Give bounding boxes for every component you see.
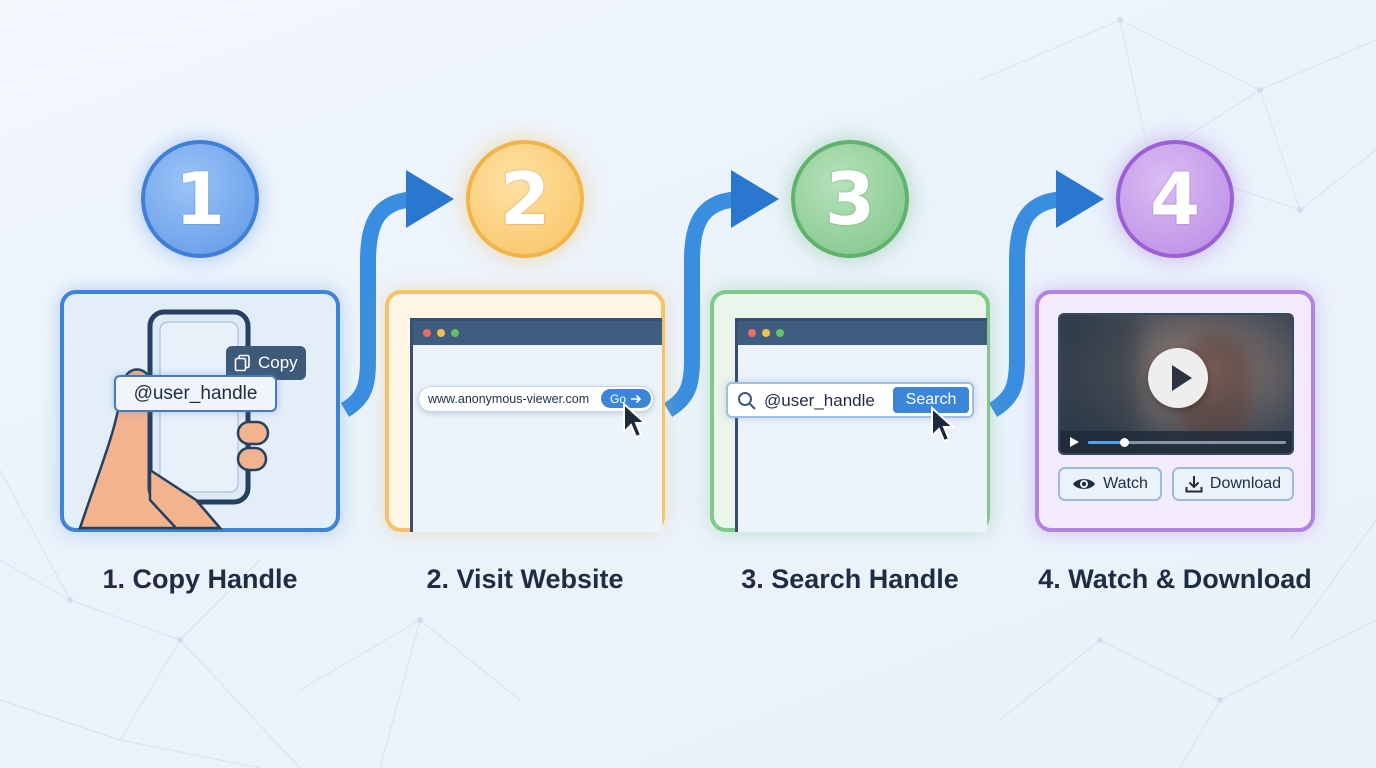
handle-text: @user_handle — [133, 382, 258, 404]
browser-window-step-3 — [735, 318, 987, 532]
step-4-badge: 4 — [1116, 140, 1234, 258]
step-3-label: 3. Search Handle — [741, 564, 959, 594]
close-dot-icon — [748, 329, 756, 337]
watch-button[interactable]: Watch — [1058, 467, 1162, 501]
maximize-dot-icon — [451, 329, 459, 337]
progress-track[interactable] — [1088, 438, 1286, 447]
arrow-right-icon — [631, 394, 642, 403]
search-label: Search — [905, 391, 957, 408]
search-icon — [738, 392, 756, 410]
cursor-icon — [623, 402, 648, 439]
user-handle-chip[interactable]: @user_handle — [114, 375, 277, 412]
search-query: @user_handle — [764, 391, 875, 410]
minimize-dot-icon — [762, 329, 770, 337]
maximize-dot-icon — [776, 329, 784, 337]
cursor-icon — [931, 406, 956, 443]
step-1-badge: 1 — [141, 140, 259, 258]
download-icon — [1185, 476, 1203, 493]
progress-knob[interactable] — [1119, 438, 1129, 447]
play-icon — [1172, 365, 1192, 391]
url-input[interactable]: www.anonymous-viewer.com Go — [418, 386, 654, 412]
step-1-label: 1. Copy Handle — [102, 564, 298, 594]
step-4-label: 4. Watch & Download — [1038, 564, 1312, 594]
download-label: Download — [1209, 475, 1282, 492]
play-button[interactable] — [1148, 348, 1208, 408]
browser-title-bar — [413, 321, 662, 345]
browser-window-step-2 — [410, 318, 662, 532]
step-2-label: 2. Visit Website — [426, 564, 624, 594]
go-button[interactable]: Go — [601, 389, 651, 408]
arrow-3-to-4 — [915, 170, 1104, 417]
small-play-icon[interactable] — [1068, 436, 1080, 448]
url-text: www.anonymous-viewer.com — [428, 392, 590, 406]
copy-icon — [234, 354, 250, 372]
eye-icon — [1073, 479, 1096, 489]
step-2-badge: 2 — [466, 140, 584, 258]
arrow-1-to-2 — [265, 170, 454, 417]
close-dot-icon — [423, 329, 431, 337]
watch-label: Watch — [1103, 475, 1148, 492]
browser-title-bar — [738, 321, 987, 345]
download-button[interactable]: Download — [1172, 467, 1294, 501]
video-controls — [1060, 431, 1292, 453]
copy-label: Copy — [258, 353, 298, 372]
arrow-2-to-3 — [590, 170, 779, 417]
progress-fill — [1088, 441, 1124, 444]
video-player[interactable] — [1058, 313, 1294, 455]
go-label: Go — [609, 391, 626, 406]
minimize-dot-icon — [437, 329, 445, 337]
step-3-badge: 3 — [791, 140, 909, 258]
